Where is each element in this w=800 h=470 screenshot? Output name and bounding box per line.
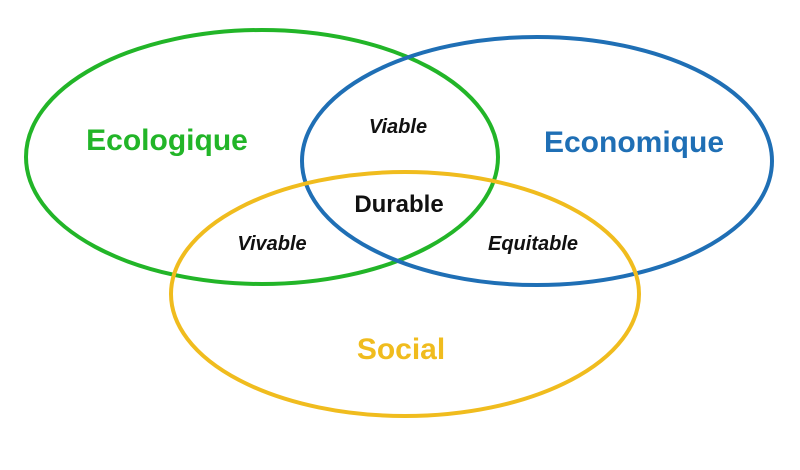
ecologique-label: Ecologique (86, 124, 248, 157)
vivable-label: Vivable (237, 233, 306, 255)
economique-ellipse (300, 35, 774, 287)
durable-label: Durable (354, 191, 443, 218)
equitable-label: Equitable (488, 233, 578, 255)
ecologique-ellipse (24, 28, 500, 286)
social-label: Social (357, 333, 445, 366)
social-ellipse (169, 170, 641, 418)
economique-label: Economique (544, 126, 724, 159)
viable-label: Viable (369, 116, 427, 138)
